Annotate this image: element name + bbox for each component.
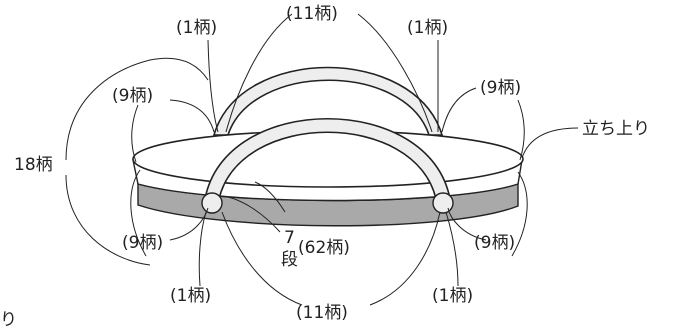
label-edge-fragment: り <box>0 310 17 330</box>
label-top-right-1: (1柄) <box>407 18 448 38</box>
label-mid-left-9: (9柄) <box>112 86 153 106</box>
leader-bot-left-9 <box>169 207 209 241</box>
label-center-62: (62柄) <box>298 238 350 258</box>
leader-mid-left-9-wall <box>131 104 139 163</box>
label-left-18: 18柄 <box>14 155 53 175</box>
label-bot-left-9: (9柄) <box>122 233 163 253</box>
right-handle-knob <box>432 192 454 214</box>
label-top-center-11: (11柄) <box>286 4 338 24</box>
leader-bottom-left-1 <box>198 211 207 287</box>
label-bottom-left-1: (1柄) <box>170 286 211 306</box>
leader-mid-left-9 <box>169 99 215 133</box>
leader-bot-right-9 <box>447 207 487 241</box>
rear-handle <box>212 66 444 136</box>
label-bot-right-9: (9柄) <box>474 233 515 253</box>
leader-bot-left-9-wall <box>130 169 147 257</box>
label-center-7: 7 <box>284 228 295 248</box>
label-bottom-right-1: (1柄) <box>432 286 473 306</box>
label-bottom-center-11: (11柄) <box>296 303 348 323</box>
leader-bottom-center-11-left <box>221 211 303 306</box>
leader-bottom-right-1 <box>445 211 459 287</box>
leader-mid-right-9-wall <box>517 99 525 161</box>
label-rise: 立ち上り <box>582 119 650 139</box>
label-mid-right-9: (9柄) <box>480 78 521 98</box>
leader-center-7-b <box>254 181 286 213</box>
basket-rim <box>132 130 524 188</box>
leader-bot-right-9-wall <box>511 171 528 257</box>
leader-center-7 <box>221 195 281 233</box>
leader-mid-right-9 <box>441 87 477 133</box>
leader-lines <box>65 13 579 306</box>
leader-rise <box>521 127 579 159</box>
leader-top-left-1 <box>207 39 219 133</box>
left-handle-knob <box>201 192 223 214</box>
leader-top-center-11-right <box>357 13 433 133</box>
leader-top-center-11-left <box>225 13 293 133</box>
leader-bottom-center-11-right <box>369 211 441 306</box>
label-top-left-1: (1柄) <box>176 18 217 38</box>
label-center-dan: 段 <box>281 250 298 270</box>
bracket-18 <box>65 57 209 266</box>
